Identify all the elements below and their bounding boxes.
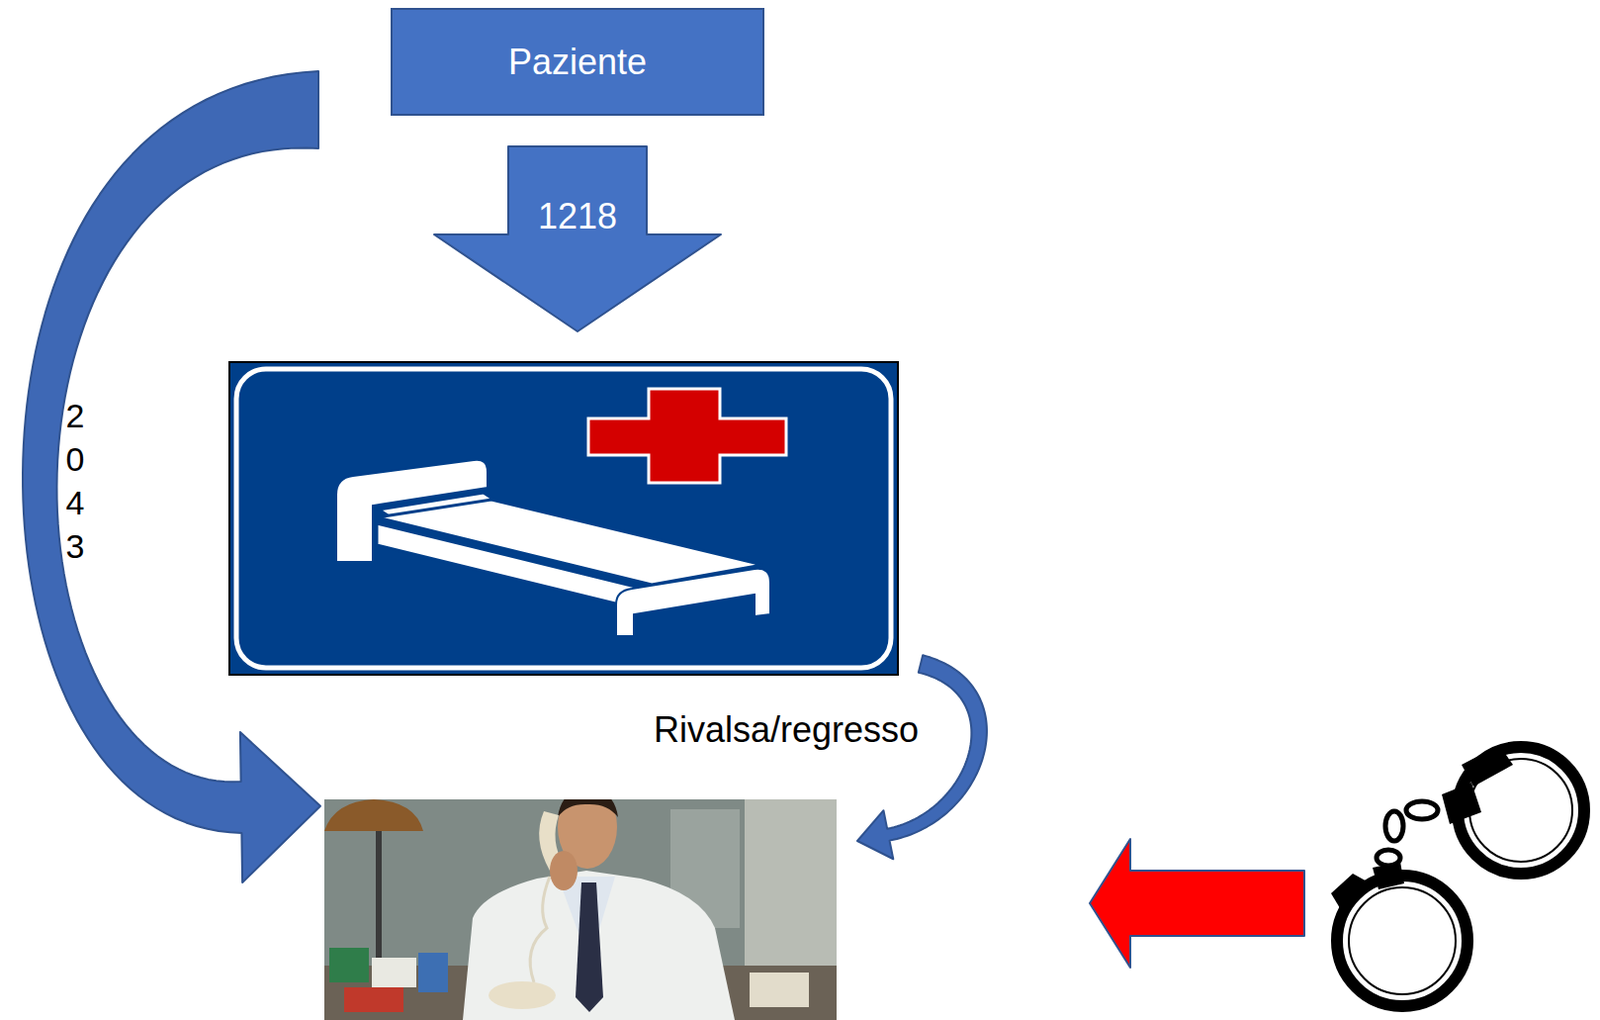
cuff-ring-inner: [1348, 887, 1456, 994]
handcuffs-icon: [1323, 734, 1599, 1018]
desk-item: [344, 986, 404, 1012]
bed-footboard: [616, 568, 771, 636]
flow-arrow: [434, 146, 721, 332]
cuff-hinge: [1372, 861, 1405, 889]
desk-item: [418, 952, 448, 992]
process-box: Paziente: [390, 7, 765, 116]
red-cross: [588, 388, 787, 483]
hospital-sign: [228, 360, 899, 676]
edge-label: Rivalsa/regresso: [653, 709, 919, 750]
doctor-coat: [462, 870, 735, 1020]
hospital-sign: [228, 360, 899, 676]
doctor-hair: [557, 799, 619, 817]
sign-ground: [229, 361, 898, 675]
flow-arrow: [22, 71, 321, 883]
bed-side: [376, 523, 652, 613]
phone-cord: [530, 876, 550, 982]
desk-item: [749, 972, 809, 1007]
phone-base: [488, 980, 556, 1009]
doctor-photo: [324, 799, 837, 1020]
chain-link: [1385, 810, 1404, 841]
cuff-jaw: [1461, 744, 1513, 787]
edge-label: 1218: [537, 195, 618, 237]
doctor-tie: [575, 882, 604, 1012]
flow-arrow: [857, 654, 987, 859]
cuff-hinge: [1441, 782, 1482, 824]
flow-arrow: [1089, 838, 1305, 968]
desk-lamp: [324, 799, 424, 831]
cuff-jaw: [1331, 873, 1371, 913]
node-text: Paziente: [508, 41, 647, 83]
chain-link: [1406, 800, 1438, 819]
doctor-photo: [324, 799, 837, 1020]
desk-item: [371, 957, 417, 987]
desk-item: [329, 947, 369, 982]
doctor-hand: [549, 850, 578, 890]
edge-label: 2043: [65, 393, 87, 568]
sign-border: [236, 368, 891, 668]
handcuffs-icon: [1323, 734, 1599, 1018]
lamp-stem: [375, 830, 382, 958]
